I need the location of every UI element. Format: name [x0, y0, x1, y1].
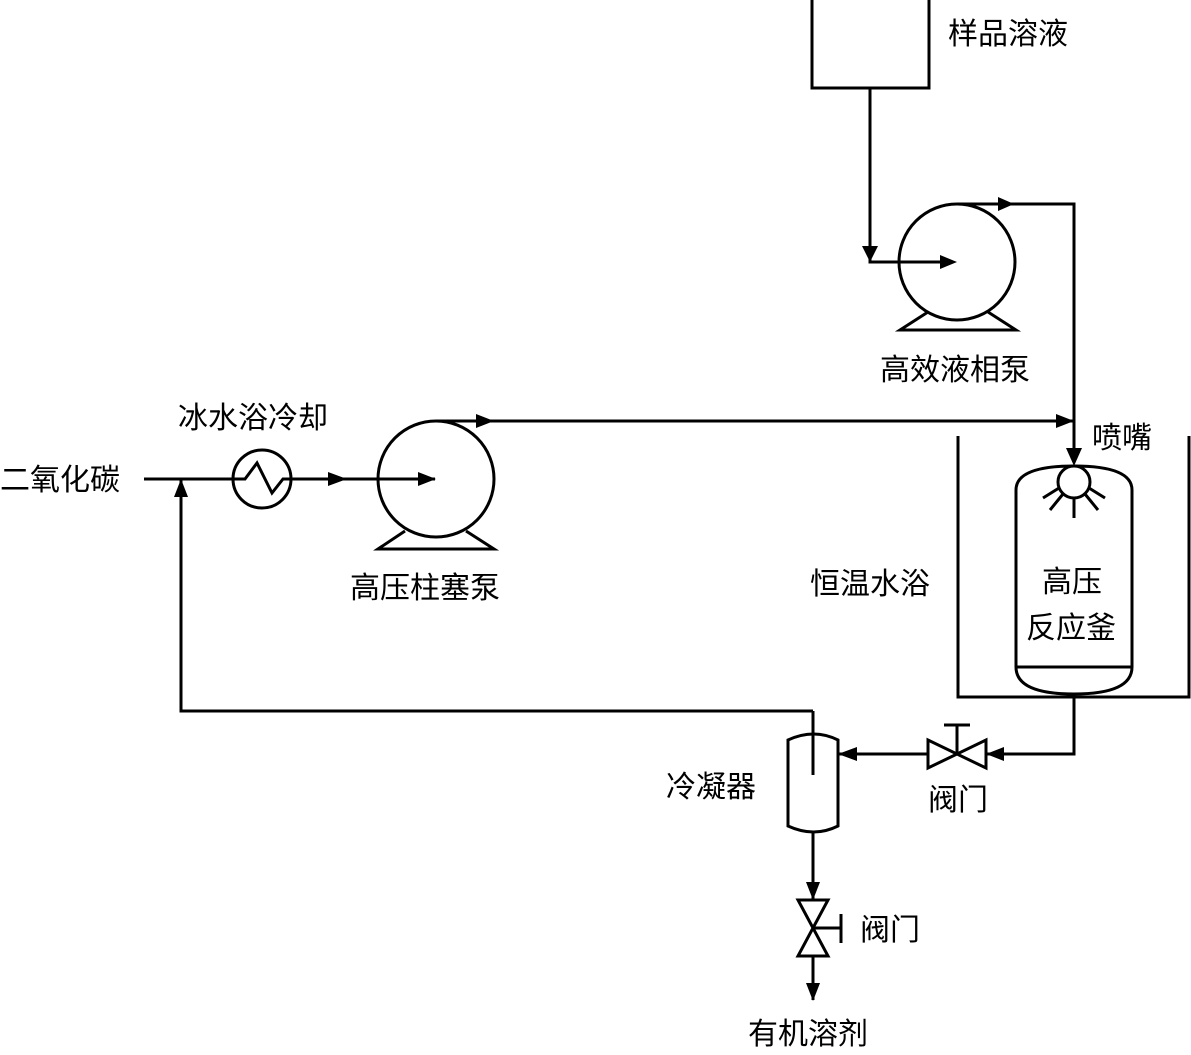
- label-valve-2: 阀门: [860, 913, 920, 948]
- pipe-recycle: [174, 479, 813, 713]
- arrow-down-icon: [806, 882, 820, 900]
- label-water-bath: 恒温水浴: [810, 567, 930, 602]
- pipe-hplc-to-nozzle: [957, 197, 1076, 440]
- label-plunger-pump: 高压柱塞泵: [350, 571, 500, 606]
- label-reactor-line2: 反应釜: [1026, 611, 1116, 646]
- arrow-down-icon: [1066, 448, 1082, 466]
- pump-base-icon: [373, 529, 500, 551]
- heat-exchanger-icon: [231, 448, 293, 510]
- pipe-condenser-to-outlet: [806, 832, 820, 1001]
- label-sample-solution: 样品溶液: [948, 17, 1068, 52]
- valve-2[interactable]: [795, 898, 843, 958]
- valve-1[interactable]: [926, 723, 988, 771]
- valve-icon: [926, 737, 988, 771]
- nozzle-icon: [1042, 464, 1106, 518]
- arrow-left-icon: [838, 747, 857, 761]
- hplc-pump: [894, 202, 1022, 332]
- arrow-left-icon: [986, 747, 1004, 761]
- pipe-tank-to-hplc: [862, 88, 957, 269]
- pipe-plunger-to-nozzle: [436, 414, 1082, 466]
- pipe-co2-inlet: [144, 472, 436, 486]
- coil-icon: [234, 460, 290, 496]
- vessel-icon: [1014, 464, 1134, 696]
- arrow-down-icon: [806, 983, 820, 1001]
- arrow-right-icon: [940, 255, 957, 269]
- label-reactor-line1: 高压: [1042, 565, 1102, 600]
- arrow-right-icon: [1056, 414, 1074, 428]
- valve-icon: [795, 898, 831, 958]
- pipe-reactor-to-condenser: [838, 694, 1076, 761]
- condenser-icon: [786, 732, 840, 834]
- label-valve-1: 阀门: [928, 783, 988, 818]
- label-organic-solvent: 有机溶剂: [748, 1017, 868, 1052]
- arrow-right-icon: [328, 472, 347, 486]
- label-hplc-pump: 高效液相泵: [880, 353, 1030, 388]
- plunger-pump: [373, 419, 500, 551]
- arrow-right-icon: [998, 197, 1014, 211]
- arrow-right-icon: [418, 472, 436, 486]
- label-co2: 二氧化碳: [0, 463, 120, 498]
- condenser: [786, 711, 840, 834]
- label-ice-bath: 冰水浴冷却: [178, 401, 328, 436]
- label-nozzle: 喷嘴: [1092, 421, 1152, 456]
- arrow-up-icon: [174, 479, 188, 497]
- tank-icon: [810, 0, 931, 90]
- arrow-down-icon: [862, 246, 878, 262]
- pump-base-icon: [894, 310, 1022, 332]
- sample-tank: [810, 0, 931, 90]
- arrow-right-icon: [476, 414, 494, 428]
- label-condenser: 冷凝器: [666, 770, 756, 805]
- heat-exchanger: [231, 448, 293, 510]
- reactor: [1014, 464, 1134, 696]
